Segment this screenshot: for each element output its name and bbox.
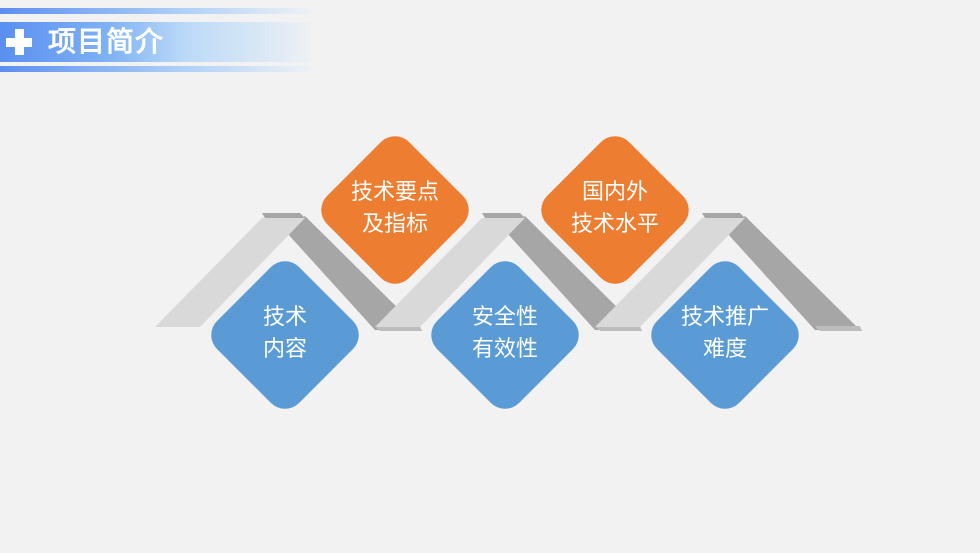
header-bar	[0, 22, 312, 62]
topic-label: 技术推广难度	[655, 302, 795, 366]
ribbon-light-segment	[155, 218, 305, 327]
ribbon-cap	[595, 326, 642, 331]
ribbon-dark-segment	[727, 216, 860, 330]
ribbon-cap	[375, 326, 422, 331]
ribbon-light-segment	[595, 218, 745, 327]
plus-icon	[6, 29, 32, 55]
ribbon-cap	[702, 213, 745, 218]
ribbon-cap	[815, 326, 862, 331]
topic-label-line: 技术推广	[680, 305, 769, 330]
ribbon-light-segment	[375, 218, 525, 327]
ribbon-dark-segment	[507, 216, 640, 330]
topic-label-line: 有效性	[471, 337, 538, 362]
topic-label-line: 及指标	[361, 212, 428, 237]
header-stripe	[0, 66, 312, 72]
topic-label-line: 技术	[262, 305, 307, 330]
ribbon-cap	[482, 213, 525, 218]
ribbon-dark-segment	[287, 216, 420, 330]
header-stripe	[0, 8, 312, 14]
section-header: 项目简介	[0, 8, 312, 74]
topic-label: 技术要点及指标	[325, 177, 465, 241]
topic-label: 安全性有效性	[435, 302, 575, 366]
topic-label-line: 技术水平	[570, 212, 659, 237]
ribbon-cap	[262, 213, 305, 218]
page-title: 项目简介	[48, 25, 165, 58]
topic-label-line: 安全性	[471, 305, 538, 330]
topic-label-line: 国内外	[581, 180, 648, 205]
topic-label: 国内外技术水平	[545, 177, 685, 241]
topic-label: 技术内容	[215, 302, 355, 366]
topic-label-line: 难度	[702, 337, 747, 362]
topic-label-line: 内容	[262, 337, 307, 362]
topic-label-line: 技术要点	[350, 180, 439, 205]
